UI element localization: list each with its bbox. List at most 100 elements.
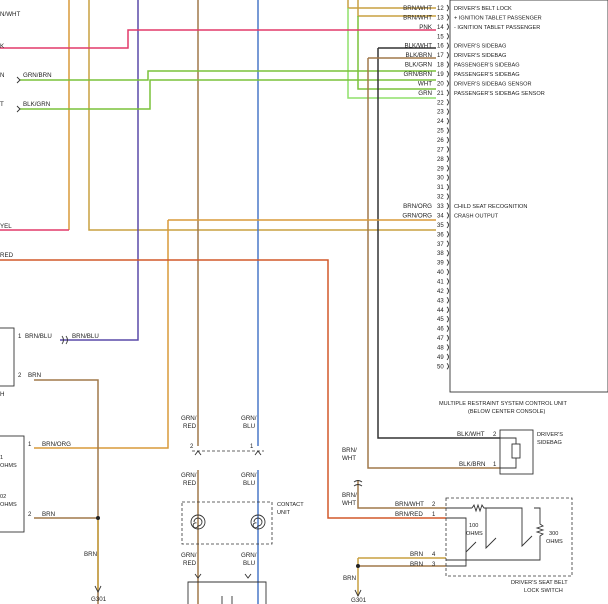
cu-pin-47: 47 — [437, 336, 444, 342]
belt-r2b: OHMS — [546, 539, 563, 545]
sidebag-pin1: 2 — [493, 432, 497, 438]
cu-pin-arrow-33 — [446, 202, 449, 210]
contact-coil-right-spiral — [252, 517, 263, 529]
cu-pin-33: 33 — [437, 204, 444, 210]
contact-unit-box — [181, 501, 273, 545]
cu-pin-arrow-13 — [446, 14, 449, 21]
wire-redorange-main — [0, 259, 446, 519]
sidebag-title-1: DRIVER'S — [537, 432, 563, 438]
left-label-blk-grn: BLK/GRN — [23, 101, 50, 108]
cu-pin-31: 31 — [437, 185, 444, 191]
cu-pin-29: 29 — [437, 166, 444, 172]
cu-pin-arrow-48 — [446, 344, 449, 351]
wire-green-19 — [20, 70, 436, 81]
cu-bot-right-b: BLU — [243, 560, 255, 567]
contact-coil-right-icon — [250, 514, 266, 530]
lc2-r1b: OHMS — [0, 463, 17, 469]
cu-pin-arrow-16 — [446, 42, 449, 50]
left-label-n: N — [0, 72, 4, 79]
belt-brn-wht-a: BRN/ — [342, 447, 357, 454]
cu-pin-right: 1 — [250, 444, 254, 450]
cu-pin-28: 28 — [437, 157, 444, 163]
contact-bottom-arrows — [194, 573, 252, 579]
control-unit-pins: 1213141516171819202122232425262728293031… — [437, 4, 449, 370]
sidebag-box — [499, 429, 534, 475]
cu-pin-42: 42 — [437, 289, 444, 295]
belt-switch-title-2: LOCK SWITCH — [524, 588, 563, 594]
belt-switch-internal — [446, 503, 545, 567]
belt-r1a: 100 — [469, 523, 478, 529]
cu-pin-45: 45 — [437, 317, 444, 323]
cu-func-21: PASSENGER'S SIDEBAG SENSOR — [454, 91, 545, 97]
belt-ground-label: G301 — [351, 597, 367, 604]
lc2-wire1: BRN/ORG — [42, 441, 71, 448]
belt-inline-connector — [353, 480, 363, 487]
cu-pin-arrow-22 — [446, 98, 449, 106]
belt-pin3: 4 — [432, 552, 436, 558]
cu-pin-36: 36 — [437, 232, 444, 238]
cu-top-left-a: GRN/ — [181, 415, 197, 422]
cu-pin-arrow-23 — [446, 108, 449, 116]
control-unit-title-1: MULTIPLE RESTRAINT SYSTEM CONTROL UNIT — [439, 401, 568, 407]
cu-wire-14: PNK — [419, 24, 433, 31]
cu-pin-arrow-50 — [446, 363, 449, 370]
cu-pin-41: 41 — [437, 279, 444, 285]
lc1-pin1: 1 — [18, 334, 22, 340]
cu-func-13: + IGNITION TABLET PASSENGER — [454, 15, 542, 21]
cu-pin-arrow-19 — [446, 70, 449, 78]
cu-pin-37: 37 — [437, 242, 444, 248]
cu-pin-arrow-34 — [446, 212, 449, 219]
cu-pin-arrow-29 — [446, 164, 449, 172]
wire-brown-left-2 — [34, 379, 99, 604]
belt-r1b: OHMS — [466, 531, 483, 537]
cu-pin-arrow-35 — [446, 221, 449, 229]
cu-wire-21: GRN — [418, 90, 432, 97]
cu-pin-arrow-43 — [446, 297, 449, 304]
lc2-wire2: BRN — [42, 511, 55, 518]
cu-pin-arrow-21 — [446, 89, 449, 97]
control-unit-box — [449, 0, 608, 393]
cu-func-14: - IGNITION TABLET PASSENGER — [454, 25, 540, 31]
belt-pin2: 1 — [432, 512, 436, 518]
cu-wire-18: BLK/GRN — [405, 62, 432, 69]
wire-purple-vertical — [60, 0, 139, 341]
cu-pin-30: 30 — [437, 176, 444, 182]
cu-pin-34: 34 — [437, 213, 444, 219]
cu-pin-arrow-31 — [446, 183, 449, 191]
cu-bot-left-b: RED — [183, 560, 197, 567]
cu-pin-48: 48 — [437, 345, 444, 351]
cu-mid-right-a: GRN/ — [241, 472, 257, 479]
belt-switch-title-1: DRIVER'S SEAT BELT — [511, 580, 568, 586]
left-label-yel: YEL — [0, 223, 12, 230]
lc1-tag: H — [0, 391, 4, 398]
cu-pin-arrow-41 — [446, 278, 449, 285]
cu-pin-27: 27 — [437, 147, 444, 153]
cu-pin-arrow-28 — [446, 155, 449, 163]
left-label-top: N/WHT — [0, 11, 20, 18]
cu-pin-18: 18 — [437, 63, 444, 69]
belt-splice-dot — [356, 564, 360, 568]
cu-pin-40: 40 — [437, 270, 444, 276]
cu-pin-24: 24 — [437, 119, 444, 125]
cu-pin-38: 38 — [437, 251, 444, 257]
belt-ground-arrow — [354, 589, 362, 598]
cu-wire-12: BRN/WHT — [403, 5, 432, 12]
wire-gray-16-down — [377, 48, 500, 439]
left-connector-1 — [0, 327, 15, 387]
cu-pin-arrow-49 — [446, 353, 449, 361]
sidebag-wire2: BLK/BRN — [459, 461, 485, 468]
cu-pin-14: 14 — [437, 25, 444, 31]
belt-pin1: 2 — [432, 502, 436, 508]
lc2-pin2: 2 — [28, 512, 32, 518]
cu-pin-arrow-14 — [446, 23, 449, 31]
cu-pin-left: 2 — [190, 444, 194, 450]
lc1-inline-connector — [61, 335, 68, 345]
cu-mid-right-b: BLU — [243, 480, 255, 487]
cu-pin-25: 25 — [437, 129, 444, 135]
cu-pin-17: 17 — [437, 53, 444, 59]
cu-pin-15: 15 — [437, 34, 444, 40]
contact-coil-left-spiral — [192, 517, 203, 529]
cu-mid-left-a: GRN/ — [181, 472, 197, 479]
cu-pin-arrow-18 — [446, 61, 449, 68]
